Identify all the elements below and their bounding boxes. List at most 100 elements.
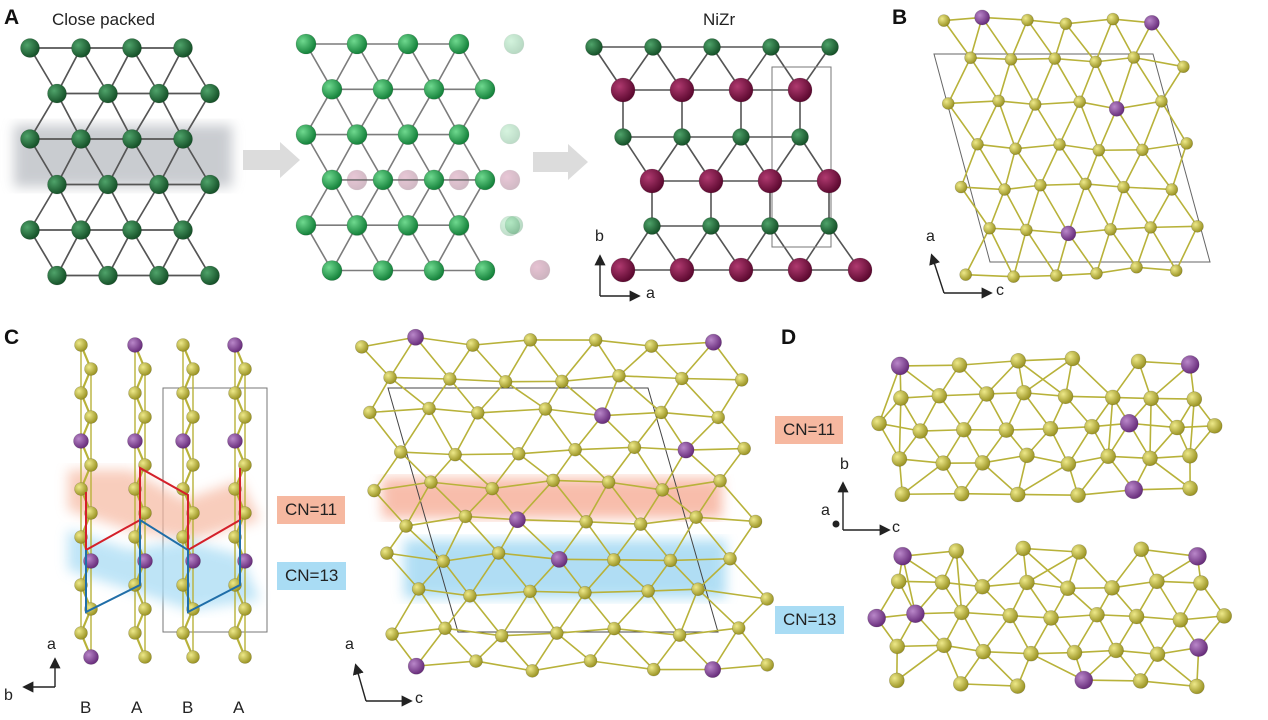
ni-atom bbox=[1070, 487, 1086, 504]
ni-atom bbox=[975, 643, 992, 660]
ni-atom bbox=[238, 410, 252, 424]
bond bbox=[981, 547, 1024, 588]
bond bbox=[1026, 19, 1056, 60]
ni-atom bbox=[1084, 418, 1100, 435]
bond bbox=[647, 588, 699, 592]
zr-atom bbox=[1124, 480, 1144, 500]
axis-label-c-b: c bbox=[996, 282, 1004, 299]
ni-atom bbox=[1182, 480, 1198, 497]
ni-atom bbox=[614, 128, 632, 146]
bond bbox=[613, 627, 681, 636]
bond bbox=[1034, 103, 1061, 146]
zr-atom bbox=[610, 257, 636, 283]
bond bbox=[529, 590, 586, 594]
ni-atom bbox=[889, 672, 905, 689]
ni-atom bbox=[1009, 142, 1022, 156]
ni-atom bbox=[363, 405, 377, 420]
zr-atom bbox=[639, 168, 665, 194]
bond bbox=[1109, 228, 1138, 269]
bond bbox=[982, 650, 1032, 655]
bond bbox=[1010, 58, 1036, 106]
bond bbox=[417, 588, 471, 597]
bond bbox=[982, 614, 1012, 653]
ni-atom bbox=[138, 650, 152, 664]
bond bbox=[1017, 359, 1067, 398]
ni-atom bbox=[228, 482, 242, 496]
ni-atom bbox=[470, 406, 485, 420]
bond bbox=[1039, 143, 1061, 187]
bond bbox=[997, 100, 1036, 106]
ni-atom bbox=[238, 650, 252, 664]
ni-atom bbox=[128, 386, 142, 400]
bond bbox=[1141, 149, 1173, 191]
bond bbox=[1151, 22, 1185, 68]
bond bbox=[444, 595, 471, 630]
bond bbox=[697, 557, 731, 591]
bond bbox=[1094, 56, 1135, 63]
ni-atom bbox=[760, 658, 775, 672]
zr-atom bbox=[610, 77, 636, 103]
cn13-label-c: CN=13 bbox=[277, 562, 347, 590]
bond bbox=[612, 523, 642, 561]
bond bbox=[1132, 56, 1185, 68]
ni-atom bbox=[992, 94, 1005, 108]
ghost-atom bbox=[499, 123, 521, 145]
bond bbox=[1132, 56, 1163, 103]
bond bbox=[1050, 613, 1098, 619]
ni-atom bbox=[149, 83, 169, 104]
bond bbox=[430, 481, 467, 518]
ni-atom bbox=[998, 422, 1015, 438]
ni-atom bbox=[1149, 646, 1166, 663]
bond bbox=[1064, 18, 1114, 25]
ni-atom bbox=[380, 546, 394, 560]
bond bbox=[697, 588, 740, 629]
bond bbox=[613, 590, 649, 630]
cn13-outline bbox=[85, 518, 241, 614]
bond bbox=[601, 411, 663, 417]
ni-atom bbox=[367, 483, 381, 498]
bond bbox=[414, 336, 451, 380]
bond bbox=[678, 588, 699, 636]
bond bbox=[555, 591, 586, 634]
bond bbox=[1014, 103, 1036, 150]
ni-atom bbox=[525, 664, 540, 678]
ni-atom bbox=[627, 440, 642, 455]
bond bbox=[901, 555, 917, 615]
bond bbox=[449, 378, 507, 383]
ni-atom bbox=[762, 38, 780, 56]
bond bbox=[1115, 100, 1163, 110]
zr-atom bbox=[73, 433, 89, 449]
bond bbox=[1149, 225, 1199, 229]
bond bbox=[442, 552, 500, 563]
bond bbox=[500, 590, 531, 637]
bond bbox=[1149, 457, 1191, 490]
ni-atom bbox=[423, 79, 445, 100]
ni-atom bbox=[1104, 389, 1121, 406]
bond bbox=[529, 339, 563, 383]
bond bbox=[454, 412, 479, 456]
ni-atom bbox=[1106, 12, 1120, 26]
bond bbox=[1095, 228, 1112, 275]
title-close-packed: Close packed bbox=[52, 10, 156, 29]
cn13-label-d: CN=13 bbox=[775, 606, 845, 634]
ni-atom bbox=[176, 386, 190, 400]
ni-atom bbox=[1090, 267, 1103, 280]
ni-atom bbox=[346, 214, 368, 236]
ni-atom bbox=[1144, 221, 1157, 234]
bond bbox=[711, 664, 769, 671]
ni-atom bbox=[176, 338, 190, 352]
bond bbox=[558, 558, 615, 561]
bond bbox=[561, 380, 604, 417]
bond bbox=[1014, 143, 1061, 150]
ni-atom bbox=[953, 604, 970, 621]
bond bbox=[613, 627, 655, 671]
ni-atom bbox=[1015, 540, 1031, 557]
bond bbox=[1067, 232, 1098, 275]
ni-atom bbox=[954, 180, 968, 194]
ni-atom bbox=[971, 138, 984, 151]
ni-atom bbox=[423, 260, 445, 281]
bond bbox=[428, 407, 456, 456]
ni-atom bbox=[1049, 269, 1063, 282]
bond bbox=[1149, 226, 1178, 272]
ni-atom bbox=[372, 169, 394, 191]
